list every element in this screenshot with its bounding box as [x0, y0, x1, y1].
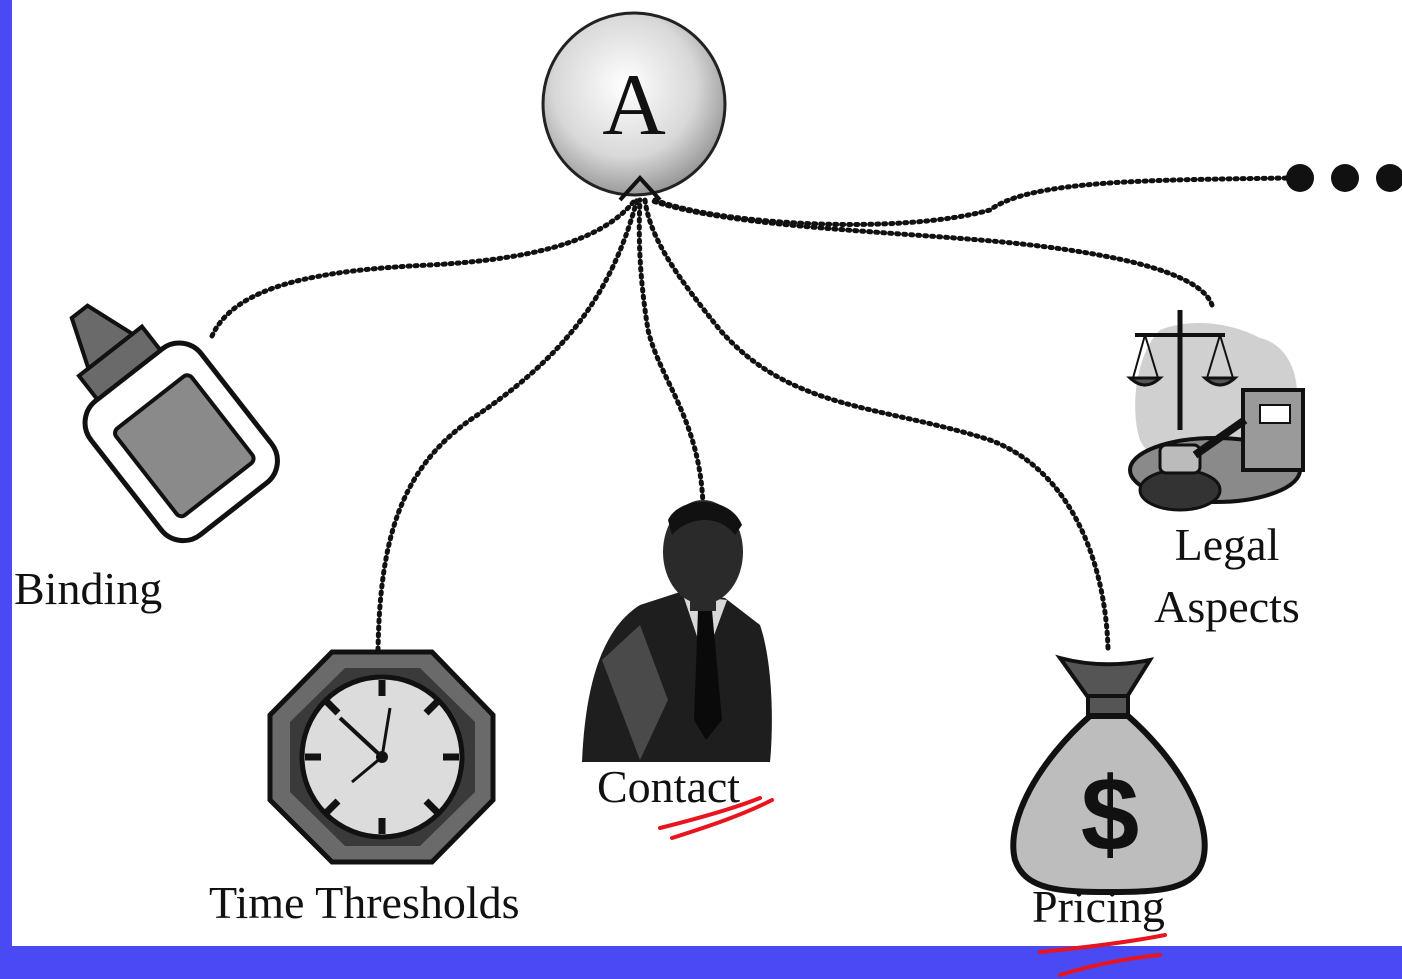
- label-contact: Contact: [597, 761, 741, 812]
- label-legal: Legal: [1174, 519, 1280, 570]
- connector-legal: [647, 197, 1215, 308]
- money-bag-icon: $: [1010, 654, 1208, 896]
- businessman-icon: [582, 500, 772, 762]
- label-binding: Binding: [14, 563, 163, 614]
- contact-underline: [658, 796, 762, 830]
- hub-circle: [541, 11, 727, 197]
- connector-more: [652, 175, 1293, 227]
- connector-pricing: [642, 197, 1111, 651]
- connectors: [209, 175, 1293, 653]
- contact-underline-2: [670, 798, 774, 840]
- connector-binding: [209, 197, 638, 339]
- hub-label: A: [602, 57, 666, 154]
- label-aspects: Aspects: [1154, 581, 1300, 632]
- connector-contact: [636, 197, 706, 508]
- ellipsis-dots-icon: [1286, 164, 1402, 192]
- glue-bottle-icon: [69, 303, 280, 544]
- label-time-thresholds: Time Thresholds: [209, 877, 520, 928]
- label-pricing: Pricing: [1032, 881, 1165, 932]
- arrowhead: [618, 175, 662, 202]
- dollar-sign: $: [1081, 756, 1139, 873]
- scales-of-justice-icon: [1126, 310, 1305, 512]
- clock-icon: [267, 649, 496, 865]
- red-underline-annotations: [658, 796, 1167, 977]
- pricing-underline: [1038, 933, 1167, 954]
- connector-time-thresholds: [375, 197, 640, 653]
- pricing-underline-2: [1058, 953, 1162, 977]
